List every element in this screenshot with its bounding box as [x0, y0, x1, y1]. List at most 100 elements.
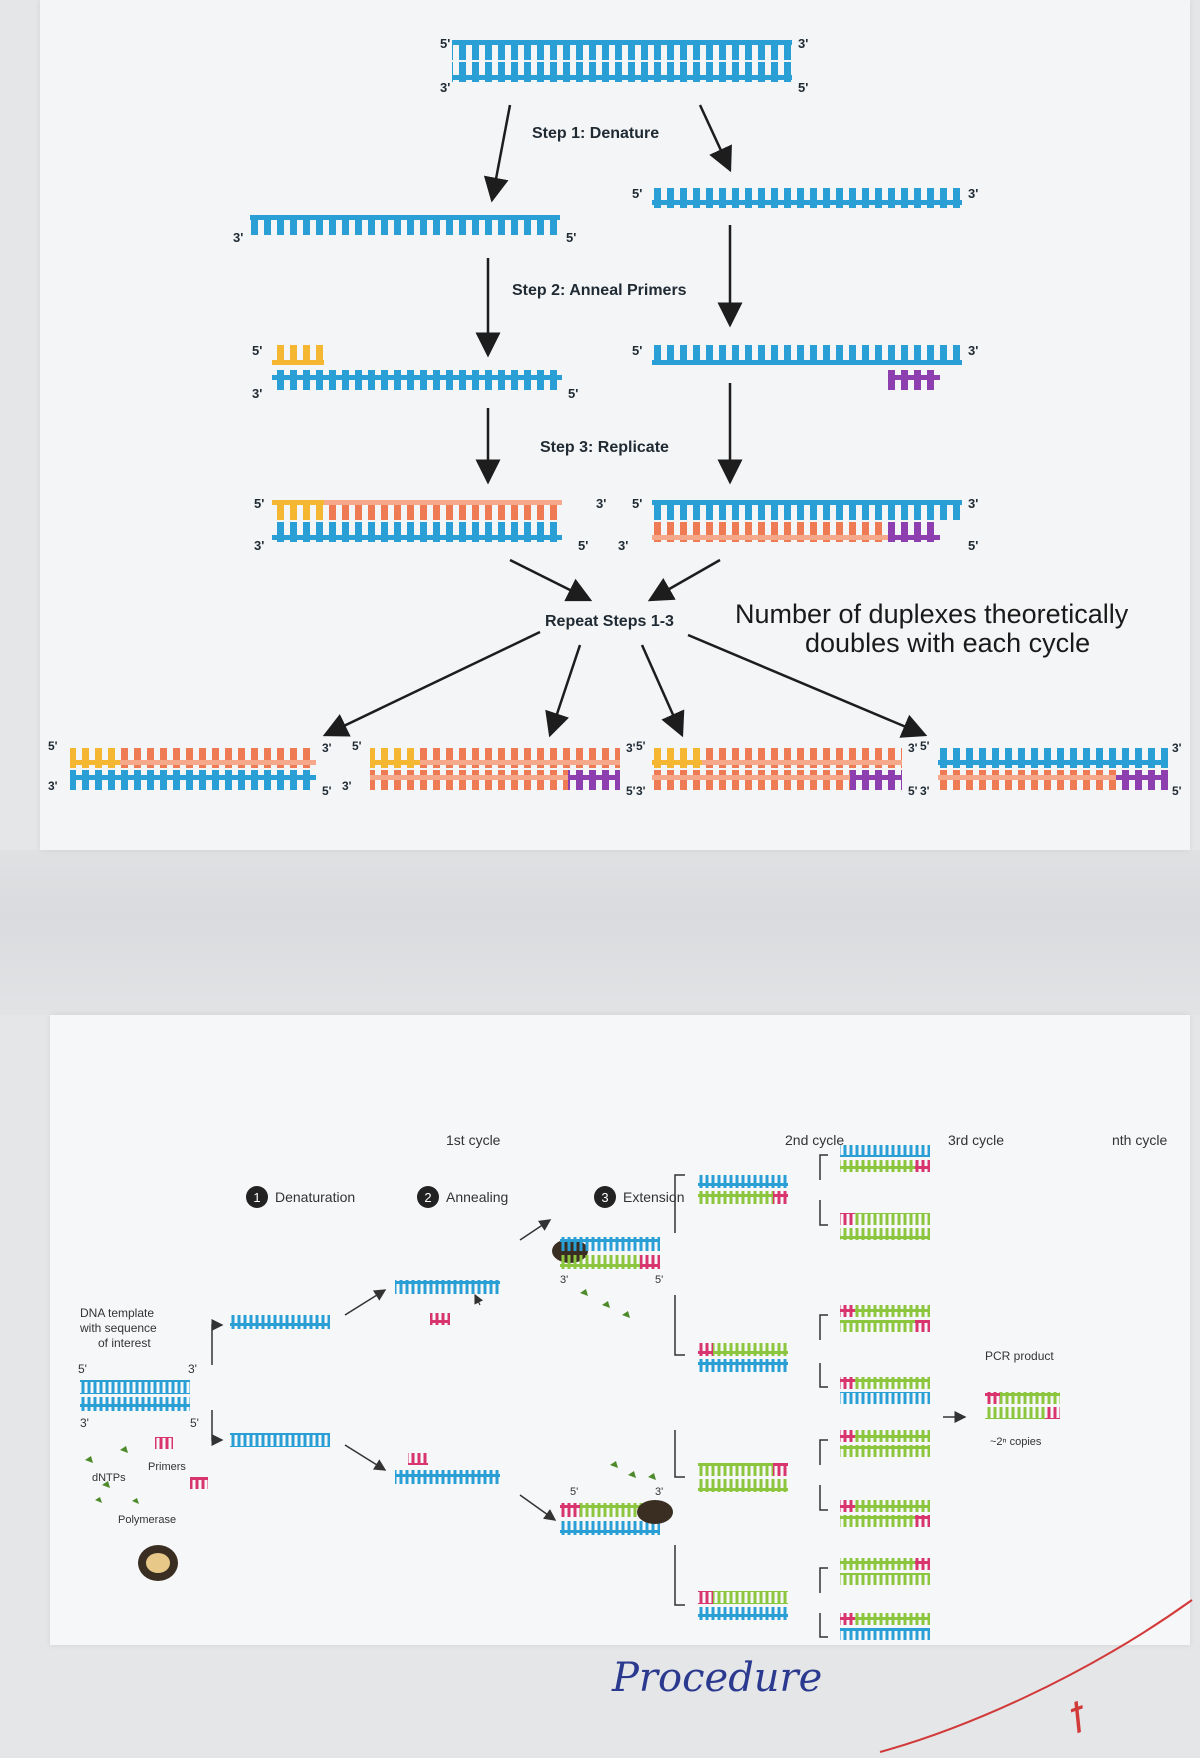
extension-bottom: 5' 3' — [560, 1461, 673, 1535]
svg-text:Annealing: Annealing — [446, 1189, 508, 1205]
end-label: 3' — [440, 80, 450, 95]
svg-text:5': 5' — [78, 1362, 87, 1376]
svg-text:of interest: of interest — [98, 1336, 151, 1350]
svg-text:3': 3' — [636, 784, 646, 798]
product-duplex-1: 5' 3' 3' 5' — [48, 739, 332, 798]
pcr-product: PCR product ~2ⁿ copies — [985, 1349, 1060, 1448]
svg-text:3': 3' — [655, 1486, 663, 1498]
svg-text:5': 5' — [570, 1486, 578, 1498]
svg-text:5': 5' — [968, 538, 978, 553]
svg-text:with sequence: with sequence — [79, 1321, 157, 1335]
svg-text:5': 5' — [632, 186, 642, 201]
product-duplex-4: 5' 3' 3' 5' — [920, 739, 1182, 798]
svg-text:5': 5' — [352, 739, 362, 753]
svg-text:5': 5' — [655, 1274, 663, 1286]
red-pen-stroke — [879, 1599, 1193, 1753]
svg-text:Primers: Primers — [148, 1461, 186, 1473]
svg-text:5': 5' — [48, 739, 58, 753]
note-line1: Number of duplexes theoretically — [735, 599, 1129, 629]
step-extension: 3 Extension — [594, 1186, 684, 1208]
svg-text:5': 5' — [568, 386, 578, 401]
original-duplex: 5' 3' 3' 5' — [440, 36, 808, 95]
svg-text:2: 2 — [424, 1190, 431, 1205]
arrow — [698, 104, 732, 173]
pcr-steps-svg: 5' 3' 3' 5' Step 1: Denature 3' 5' 5' 3'… — [48, 36, 1182, 798]
cycle3-duplexes — [840, 1145, 930, 1640]
svg-text:3': 3' — [188, 1362, 197, 1376]
svg-text:5': 5' — [566, 230, 576, 245]
cyclen-label: nth cycle — [1112, 1132, 1167, 1148]
svg-text:3': 3' — [233, 230, 243, 245]
pcr-steps-diagram: 5' 3' 3' 5' Step 1: Denature 3' 5' 5' 3'… — [40, 0, 1190, 850]
svg-text:5': 5' — [254, 496, 264, 511]
step-denaturation: 1 Denaturation — [246, 1186, 355, 1208]
annealed-right: 5' 3' — [632, 343, 978, 390]
step-annealing: 2 Annealing — [417, 1186, 508, 1208]
svg-text:5': 5' — [908, 784, 918, 798]
svg-text:Extension: Extension — [623, 1189, 684, 1205]
svg-text:3: 3 — [601, 1190, 608, 1205]
svg-text:PCR product: PCR product — [985, 1349, 1054, 1363]
denatured-strand-top — [230, 1315, 330, 1329]
arrow — [322, 630, 541, 737]
svg-text:5': 5' — [322, 784, 332, 798]
svg-text:3': 3' — [80, 1416, 89, 1430]
end-label: 5' — [440, 36, 450, 51]
end-label: 3' — [798, 36, 808, 51]
svg-text:5': 5' — [636, 739, 646, 753]
extension-top: 3' 5' — [552, 1237, 663, 1318]
svg-text:Denaturation: Denaturation — [275, 1189, 355, 1205]
template-legend: DNA template with sequence of interest 5… — [78, 1306, 208, 1581]
arrow — [647, 558, 721, 602]
svg-text:~2ⁿ copies: ~2ⁿ copies — [990, 1436, 1042, 1448]
svg-text:3': 3' — [1172, 741, 1182, 755]
svg-text:3': 3' — [618, 538, 628, 553]
svg-text:3': 3' — [968, 343, 978, 358]
svg-text:3': 3' — [968, 496, 978, 511]
procedure-handwriting: Procedure — [612, 1655, 823, 1701]
svg-text:3': 3' — [920, 784, 930, 798]
paper-gap — [0, 850, 1200, 1015]
arrow — [687, 633, 928, 738]
svg-text:dNTPs: dNTPs — [92, 1472, 126, 1484]
cycle1-label: 1st cycle — [446, 1132, 501, 1148]
svg-text:3': 3' — [596, 496, 606, 511]
arrow — [483, 104, 512, 203]
cycle2-label: 2nd cycle — [785, 1132, 844, 1148]
svg-text:5': 5' — [252, 343, 262, 358]
end-label: 5' — [798, 80, 808, 95]
annealed-left: 5' 3' 5' — [252, 343, 578, 401]
replicated-right: 5' 3' 3' 5' — [618, 496, 978, 553]
arrow — [545, 644, 582, 738]
svg-text:5': 5' — [1172, 784, 1182, 798]
step3-label: Step 3: Replicate — [540, 439, 669, 456]
svg-text:DNA template: DNA template — [80, 1306, 154, 1320]
svg-text:3': 3' — [48, 779, 58, 793]
svg-text:3': 3' — [254, 538, 264, 553]
svg-text:5': 5' — [920, 739, 930, 753]
svg-text:3': 3' — [560, 1274, 568, 1286]
product-duplex-2: 5' 3' 3' 5' — [342, 739, 636, 798]
svg-text:Polymerase: Polymerase — [118, 1514, 176, 1526]
svg-text:5': 5' — [190, 1416, 199, 1430]
repeat-label: Repeat Steps 1-3 — [545, 613, 674, 630]
svg-text:5': 5' — [578, 538, 588, 553]
replicated-left: 5' 3' 3' 5' — [254, 496, 606, 553]
separated-strand-left: 3' 5' — [233, 215, 576, 245]
product-duplex-3: 5' 3' 3' 5' — [636, 739, 918, 798]
cycle3-label: 3rd cycle — [948, 1132, 1004, 1148]
svg-text:3': 3' — [968, 186, 978, 201]
svg-text:1: 1 — [253, 1190, 260, 1205]
arrow — [509, 558, 593, 602]
svg-text:3': 3' — [342, 779, 352, 793]
arrow — [640, 644, 685, 738]
separated-strand-right: 5' 3' — [632, 186, 978, 208]
pcr-cycles-diagram: 1st cycle 2nd cycle 3rd cycle nth cycle … — [50, 1015, 1190, 1645]
svg-text:5': 5' — [626, 784, 636, 798]
step1-label: Step 1: Denature — [532, 125, 659, 142]
cycle2-duplexes — [698, 1175, 788, 1620]
svg-text:3': 3' — [322, 741, 332, 755]
svg-text:3': 3' — [908, 741, 918, 755]
pcr-cycles-svg: 1st cycle 2nd cycle 3rd cycle nth cycle … — [78, 1132, 1167, 1640]
